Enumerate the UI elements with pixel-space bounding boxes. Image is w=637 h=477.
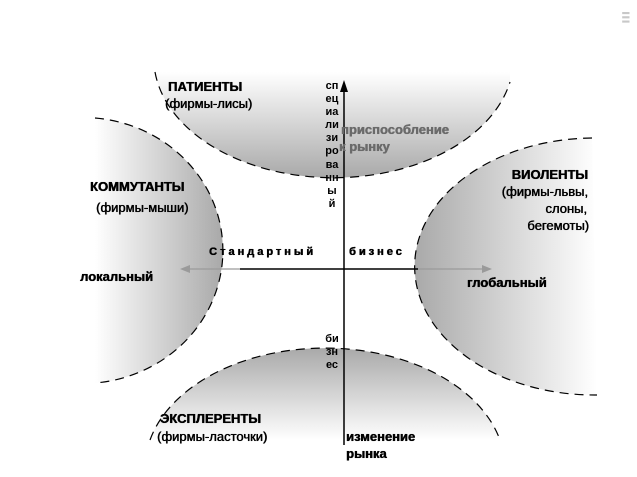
vertical-axis-arrowhead [340,80,348,92]
horizontal-right-label: бизнес [349,246,405,258]
patients-subtitle: (фирмы-лисы) [165,96,253,111]
explerents-title: ЭКСПЛЕРЕНТЫ [160,411,261,426]
commutants-boundary [94,117,224,384]
violents-title: ВИОЛЕНТЫ [511,167,588,182]
right-end-label: глобальный [467,275,547,290]
commutants-subtitle: (фирмы-мыши) [96,200,189,215]
explerents-boundary [149,347,501,441]
violents-region [414,138,597,396]
vertical-top-label: специализированный [325,80,339,210]
left-end-label: локальный [80,269,153,284]
commutants-title: КОММУТАНТЫ [90,179,185,194]
right-arrowhead [482,265,492,273]
top-annotation-line2: к рынку [339,139,390,154]
patients-region [155,72,510,178]
violents-line4: бегемоты) [527,218,589,233]
vertical-bottom-label: бизнес [325,333,339,372]
violents-line3: слоны, [545,201,587,216]
left-arrowhead [180,265,190,273]
bottom-annotation-line1: изменение [346,429,416,444]
explerents-subtitle: (фирмы-ласточки) [157,429,268,444]
explerents-region [150,348,500,440]
horizontal-left-label: Стандартный [209,246,316,258]
bottom-annotation-line2: рынка [346,446,387,461]
corner-mark: ▌▌▌ [622,12,628,25]
violents-line2: (фирмы-львы, [501,184,588,199]
top-annotation-line1: приспособление [341,122,449,137]
commutants-region [95,118,223,383]
patients-title: ПАТИЕНТЫ [168,79,243,94]
patients-boundary [154,71,511,179]
